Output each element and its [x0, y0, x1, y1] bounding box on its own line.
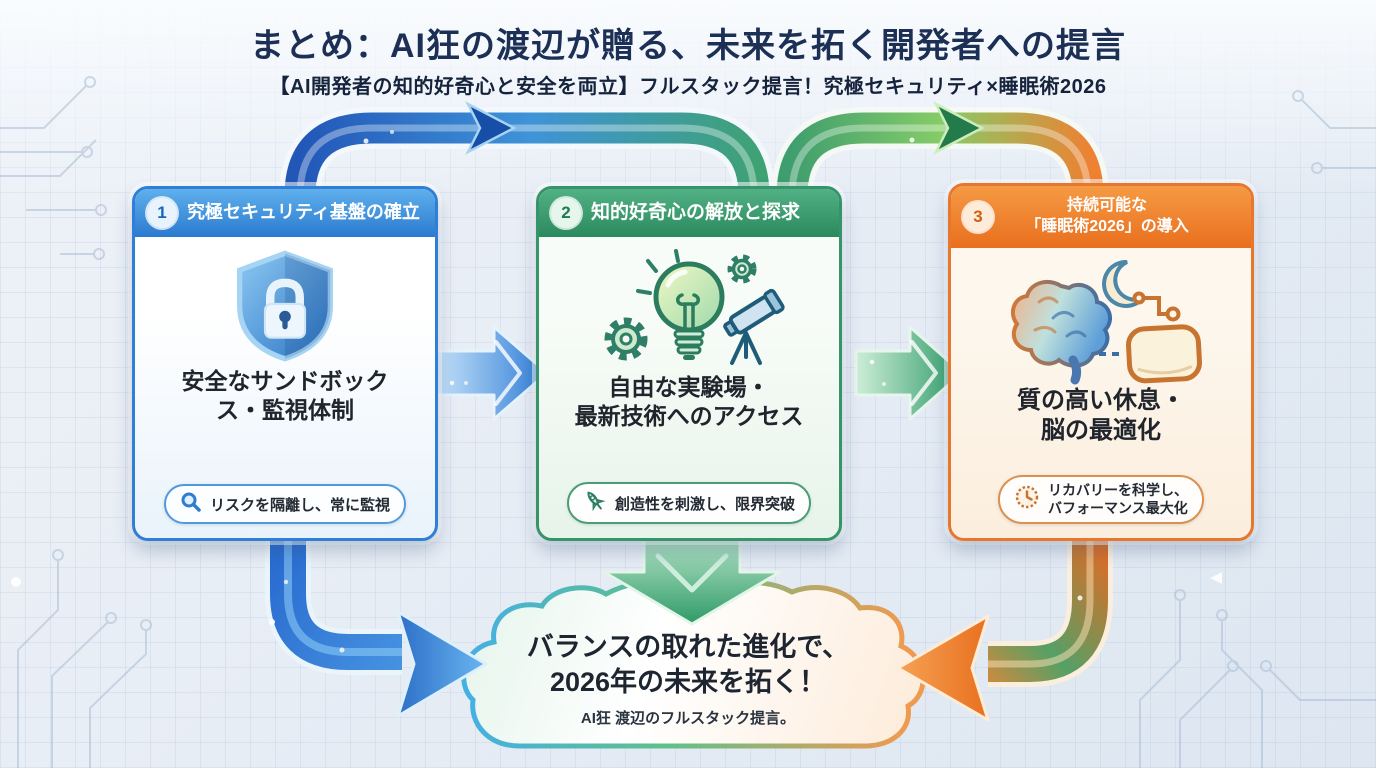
card-curiosity-header: 2 知的好奇心の解放と探求 — [539, 189, 839, 237]
chevron-arrowhead-icon — [465, 101, 517, 155]
chevron-arrowhead-icon — [933, 101, 985, 155]
bulb-gears-telescope-icon — [596, 247, 785, 369]
card-security-note: リスクを隔離し、常に監視 — [163, 484, 406, 524]
card-sleep-title: 質の高い休息・ 脳の最適化 — [1017, 387, 1185, 444]
summary-line-1: バランスの取れた進化で、 — [526, 632, 850, 662]
arrowhead-blue-icon — [396, 610, 488, 718]
arrow-right-green-icon — [854, 325, 964, 421]
pipe-step1-to-step2 — [279, 101, 775, 214]
step-3-badge: 3 — [963, 202, 993, 232]
step-1-badge: 1 — [147, 198, 177, 228]
card-sleep-header: 3 持続可能な 「睡眠術2026」の導入 — [951, 186, 1251, 248]
card-security-title: 安全なサンドボック ス・監視体制 — [181, 368, 389, 423]
card-sleep: 3 持続可能な 「睡眠術2026」の導入 — [948, 183, 1254, 541]
card-security-header: 1 究極セキュリティ基盤の確立 — [135, 189, 435, 237]
summary-caption: AI狂 渡辺のフルスタック提言。 — [580, 710, 796, 728]
pipe-step3-to-summary — [988, 536, 1113, 687]
card-security: 1 究極セキュリティ基盤の確立 安全なサンドボック — [132, 186, 438, 541]
summary-cloud-text: バランスの取れた進化で、 2026年の未来を拓く！ AI狂 渡辺のフルスタック提… — [486, 630, 890, 728]
step-2-badge: 2 — [551, 198, 581, 228]
page-subtitle: 【AI開発者の知的好奇心と安全を両立】フルスタック提言！究極セキュリティ×睡眠術… — [269, 76, 1107, 98]
card-security-header-label: 究極セキュリティ基盤の確立 — [187, 202, 420, 223]
arrowhead-orange-icon — [896, 614, 990, 722]
brain-moon-pillow-icon — [1001, 258, 1202, 385]
magnifier-icon — [180, 491, 202, 517]
pipe-step2-to-step3 — [771, 101, 1109, 214]
arrow-down-green-icon — [602, 534, 782, 626]
pipe-step1-to-summary — [265, 536, 402, 675]
card-sleep-header-label: 持続可能な — [1066, 197, 1147, 215]
clock-icon — [1014, 484, 1040, 515]
page-title: まとめ：AI狂の渡辺が贈る、未来を拓く開発者への提言 — [250, 27, 1126, 65]
arrow-right-blue-icon — [432, 325, 549, 421]
rocket-icon — [583, 489, 607, 517]
pillow-icon — [1125, 324, 1202, 384]
card-sleep-note: リカバリーを科学し、 バフォーマンス最大化 — [998, 475, 1204, 524]
card-curiosity-title: 自由な実験場・ 最新技術へのアクセス — [574, 374, 804, 429]
telescope-icon — [723, 288, 785, 365]
card-curiosity: 2 知的好奇心の解放と探求 — [536, 186, 842, 541]
gear-icon — [604, 317, 648, 361]
gear-icon — [727, 254, 757, 284]
card-curiosity-header-label: 知的好奇心の解放と探求 — [591, 201, 801, 223]
shield-lock-icon — [226, 247, 344, 363]
summary-line-2: 2026年の未来を拓く！ — [549, 667, 827, 698]
card-curiosity-note: 創造性を刺激し、限界突破 — [566, 482, 811, 524]
